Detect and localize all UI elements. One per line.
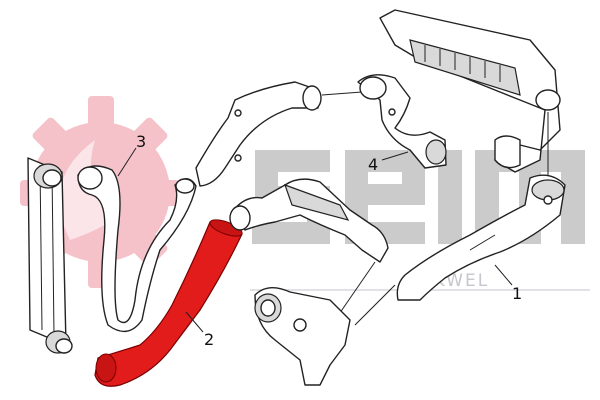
upper-pipe-part xyxy=(195,81,363,187)
leader-line-3 xyxy=(117,147,137,177)
hose-part-3 xyxy=(77,165,197,333)
leader-line-4 xyxy=(381,151,409,161)
callout-2: 2 xyxy=(204,330,214,349)
hose-part-2-highlighted xyxy=(94,219,243,387)
callout-1: 1 xyxy=(512,284,522,303)
intercooler-part xyxy=(27,157,73,354)
leader-line-1 xyxy=(494,264,513,286)
connector-part-4 xyxy=(357,74,447,169)
callout-4: 4 xyxy=(368,155,378,174)
intake-manifold-part xyxy=(379,9,561,178)
resonator-pipe-part xyxy=(229,178,389,321)
pipe-part-1 xyxy=(396,174,566,301)
callout-3: 3 xyxy=(136,132,146,151)
leader-line-2 xyxy=(185,311,204,333)
throttle-body-part xyxy=(254,284,396,386)
